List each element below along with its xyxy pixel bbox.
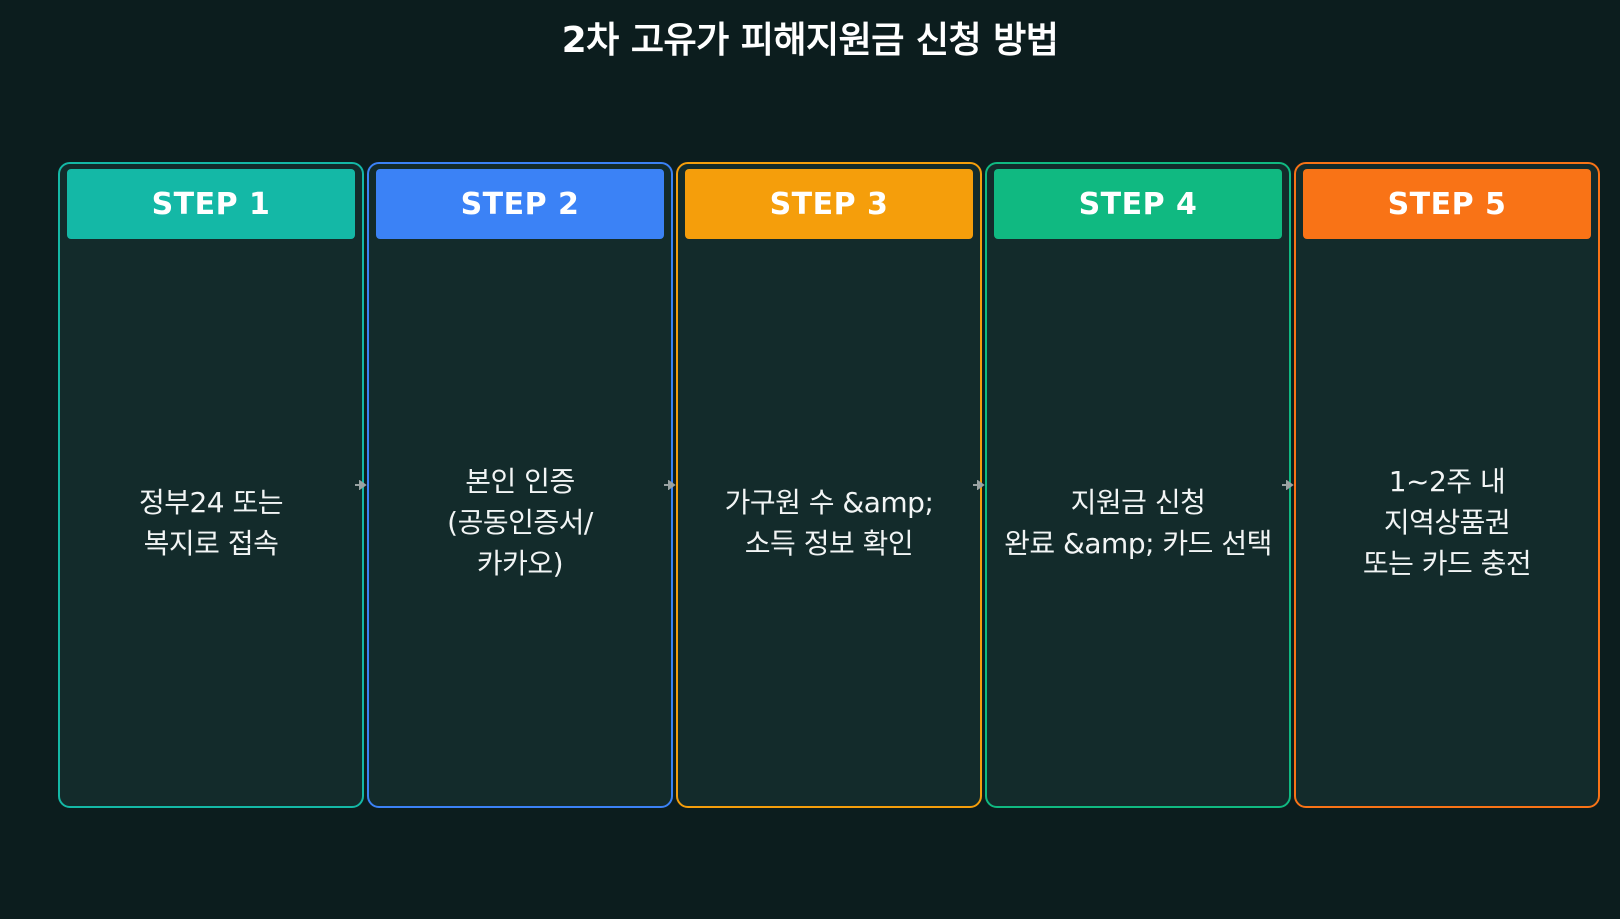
step-header: STEP 3 <box>685 169 973 239</box>
arrow-right-icon <box>664 480 676 490</box>
step-card-3: STEP 3 가구원 수 &amp; 소득 정보 확인 <box>676 162 982 808</box>
step-description: 지원금 신청 완료 &amp; 카드 선택 <box>1004 485 1272 560</box>
step-header: STEP 2 <box>376 169 664 239</box>
step-description: 1~2주 내 지역상품권 또는 카드 충전 <box>1362 465 1532 580</box>
arrow-right-icon <box>1282 480 1294 490</box>
step-header: STEP 4 <box>994 169 1282 239</box>
step-card-2: STEP 2 본인 인증 (공동인증서/ 카카오) <box>367 162 673 808</box>
step-header: STEP 5 <box>1303 169 1591 239</box>
step-card-4: STEP 4 지원금 신청 완료 &amp; 카드 선택 <box>985 162 1291 808</box>
step-header: STEP 1 <box>67 169 355 239</box>
arrow-right-icon <box>355 480 367 490</box>
step-card-1: STEP 1 정부24 또는 복지로 접속 <box>58 162 364 808</box>
step-description: 가구원 수 &amp; 소득 정보 확인 <box>724 485 934 560</box>
page-title: 2차 고유가 피해지원금 신청 방법 <box>561 20 1059 61</box>
arrow-right-icon <box>973 480 985 490</box>
step-description: 정부24 또는 복지로 접속 <box>138 485 284 560</box>
step-description: 본인 인증 (공동인증서/ 카카오) <box>447 465 593 580</box>
step-card-5: STEP 5 1~2주 내 지역상품권 또는 카드 충전 <box>1294 162 1600 808</box>
